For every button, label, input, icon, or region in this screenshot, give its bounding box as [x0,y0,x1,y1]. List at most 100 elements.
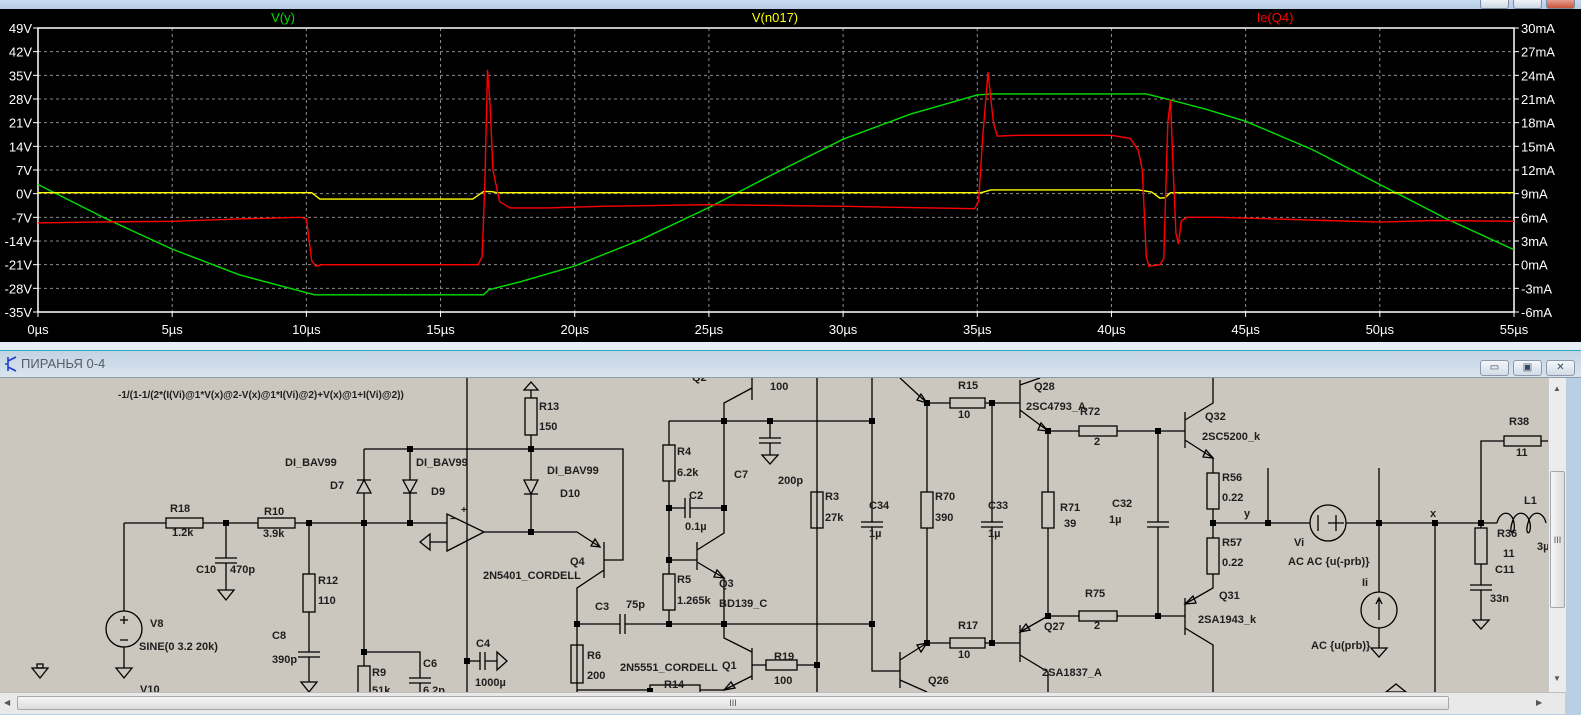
component-c6-value[interactable]: 6.2p [423,685,446,692]
component-c2-ref[interactable]: C2 [689,490,704,502]
horizontal-scroll-thumb[interactable]: III [17,696,1449,710]
component-c6-ref[interactable]: C6 [423,658,438,670]
scroll-up-arrow[interactable]: ▲ [1553,384,1561,393]
component-c34-ref[interactable]: C34 [869,500,890,512]
component-q2-value[interactable]: 100 [770,381,789,393]
component-q31-value[interactable]: 2SA1943_k [1198,614,1257,626]
component-c33-ref[interactable]: C33 [988,500,1009,512]
component-r56-value[interactable]: 0.22 [1222,492,1244,504]
component-r70-ref[interactable]: R70 [935,491,956,503]
component-q1-ref[interactable]: Q1 [722,660,737,672]
component-r10-value[interactable]: 3.9k [263,528,285,540]
component-vi-ref[interactable]: Vi [1294,537,1305,549]
component-r72-value[interactable]: 2 [1094,436,1101,448]
component-c3-ref[interactable]: C3 [595,601,610,613]
component-q28-ref[interactable]: Q28 [1034,381,1055,393]
component-r3-value[interactable]: 27k [825,512,844,524]
component-c32-value[interactable]: 1µ [1109,514,1122,526]
component-r36-value[interactable]: 11 [1503,548,1515,560]
component-r57-ref[interactable]: R57 [1222,537,1243,549]
vertical-scrollbar[interactable]: ▲ III ▼ [1548,378,1566,692]
component-c10-ref[interactable]: C10 [196,564,217,576]
plot-close-button[interactable] [1546,0,1575,9]
component-r75-ref[interactable]: R75 [1085,588,1106,600]
component-r3-ref[interactable]: R3 [825,491,840,503]
component-d7-value[interactable]: DI_BAV99 [285,457,337,469]
component-r15-value[interactable]: 10 [958,409,971,421]
component-r38-ref[interactable]: R38 [1509,416,1530,428]
component-r9-value[interactable]: 51k [372,685,391,692]
component-c34-value[interactable]: 1µ [869,528,882,540]
component-c32-ref[interactable]: C32 [1112,498,1133,510]
schematic-close-button[interactable]: ✕ [1546,360,1575,376]
component-vi-value[interactable]: AC AC {u(-prb)} [1288,556,1370,568]
component-r9-ref[interactable]: R9 [372,667,387,679]
component-q4-ref[interactable]: Q4 [570,556,585,568]
component-c2-value[interactable]: 0.1µ [685,521,707,533]
plot-minimize-button[interactable] [1480,0,1509,9]
component-c11-ref[interactable]: C11 [1495,564,1515,576]
component-d7-ref[interactable]: D7 [330,480,345,492]
scroll-left-arrow[interactable]: ◀ [4,698,11,707]
component-c10-value[interactable]: 470p [230,564,256,576]
component-r72-ref[interactable]: R72 [1080,406,1101,418]
component-r18-value[interactable]: 1.2k [172,527,194,539]
schematic-maximize-button[interactable]: ▣ [1513,360,1542,376]
component-r57-value[interactable]: 0.22 [1222,557,1244,569]
vertical-scroll-thumb[interactable]: III [1550,471,1565,608]
component-c11-value[interactable]: 33n [1490,593,1509,605]
component-q31-ref[interactable]: Q31 [1219,590,1240,602]
component-r17-value[interactable]: 10 [958,649,971,661]
component-r13-value[interactable]: 150 [539,421,558,433]
component-c7-value[interactable]: 200p [778,475,804,487]
component-v8-value[interactable]: SINE(0 3.2 20k) [139,641,218,653]
component-r10-ref[interactable]: R10 [264,506,285,518]
component-c33-value[interactable]: 1µ [988,528,1001,540]
component-r18-ref[interactable]: R18 [170,503,191,515]
component-r19-ref[interactable]: R19 [774,651,795,663]
component-r5-ref[interactable]: R5 [677,574,692,586]
component-r5-value[interactable]: 1.265k [677,595,711,607]
component-r71-ref[interactable]: R71 [1060,502,1081,514]
component-q3-value[interactable]: BD139_C [719,598,768,610]
component-q32-ref[interactable]: Q32 [1205,411,1226,423]
component-v10-ref[interactable]: V10 [140,684,160,692]
component-c4-ref[interactable]: C4 [476,638,491,650]
component-d9-value[interactable]: DI_BAV99 [416,457,468,469]
component-v8-ref[interactable]: V8 [150,618,164,630]
plot-maximize-button[interactable] [1513,0,1542,9]
component-r4-value[interactable]: 6.2k [677,467,699,479]
component-q4-value[interactable]: 2N5401_CORDELL [483,570,581,582]
component-q28-value[interactable]: 2SC4793_A [1026,401,1086,413]
component-d10-ref[interactable]: D10 [560,488,581,500]
component-q26-ref[interactable]: Q26 [928,675,949,687]
component-ii-value[interactable]: AC {u(prb)} [1311,640,1371,652]
component-q27-ref[interactable]: Q27 [1044,621,1065,633]
component-r56-ref[interactable]: R56 [1222,472,1243,484]
component-r4-ref[interactable]: R4 [677,446,692,458]
component-l1-value[interactable]: 3µ [1537,541,1548,553]
component-r15-ref[interactable]: R15 [958,380,979,392]
horizontal-scrollbar[interactable]: ◀ III ▶ [0,692,1565,714]
component-c8-value[interactable]: 390p [272,654,298,666]
component-ii-ref[interactable]: Ii [1362,577,1369,589]
component-c8-ref[interactable]: C8 [272,630,287,642]
scroll-right-arrow[interactable]: ▶ [1536,698,1543,707]
component-r70-value[interactable]: 390 [935,512,954,524]
component-r13-ref[interactable]: R13 [539,401,560,413]
component-d10-value[interactable]: DI_BAV99 [547,465,599,477]
component-c3-value[interactable]: 75p [626,599,645,611]
schematic-canvas[interactable]: -1/(1-1/(2*(I(Vi)@1*V(x)@2-V(x)@1*I(Vi)@… [0,378,1548,692]
component-q3-ref[interactable]: Q3 [719,578,734,590]
component-r75-value[interactable]: 2 [1094,620,1101,632]
component-c4-value[interactable]: 1000µ [475,677,506,689]
component-d9-ref[interactable]: D9 [431,486,446,498]
component-r36-ref[interactable]: R36 [1497,528,1518,540]
component-r6-ref[interactable]: R6 [587,650,602,662]
component-r19-value[interactable]: 100 [774,675,793,687]
component-r12-ref[interactable]: R12 [318,575,339,587]
component-q27-value[interactable]: 2SA1837_A [1042,667,1102,679]
component-q2-ref[interactable]: Q2 [692,378,707,384]
schematic-minimize-button[interactable]: ▭ [1480,360,1509,376]
component-q32-value[interactable]: 2SC5200_k [1202,431,1261,443]
